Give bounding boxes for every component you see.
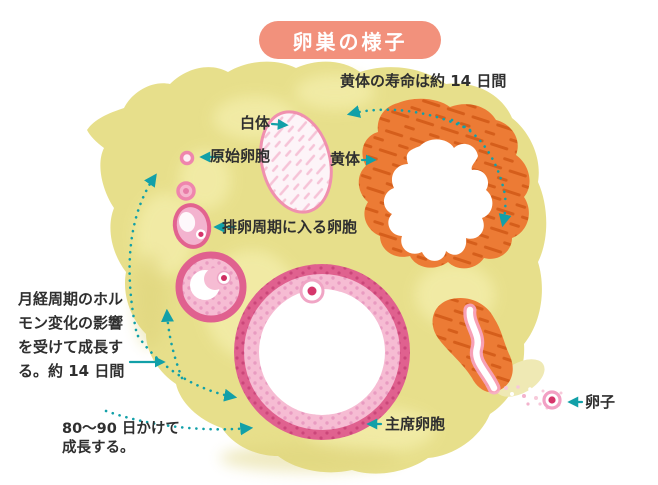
ovulation-site bbox=[432, 298, 563, 410]
primordial-follicle-shape bbox=[179, 150, 195, 166]
white-body-shape bbox=[259, 110, 333, 214]
hormone-note: 月経周期のホル モン変化の影響 を受けて成長す る。約 14 日間 bbox=[18, 290, 125, 380]
label-follicle-entering-cycle: 排卵周期に入る卵胞 bbox=[222, 218, 358, 236]
label-dominant-follicle: 主席卵胞 bbox=[385, 415, 446, 433]
label-white-body: 白体 bbox=[240, 114, 271, 132]
label-corpus-luteum: 黄体 bbox=[330, 150, 361, 168]
page-title-text: 卵巣の様子 bbox=[292, 29, 408, 54]
pointer-arrows bbox=[128, 118, 584, 430]
ovum-shape bbox=[542, 390, 562, 410]
growth-note: 80〜90 日かけて 成長する。 bbox=[62, 421, 180, 456]
arrow-corpus-to-whitebody bbox=[346, 105, 472, 132]
lifespan-note: 黄体の寿命は約 14 日間 bbox=[340, 72, 507, 90]
follicle-entering-cycle-shape bbox=[172, 203, 212, 249]
corpus-luteum-core bbox=[383, 139, 493, 261]
dominant-follicle-egg bbox=[299, 278, 325, 304]
arrow-up-to-secondary bbox=[160, 308, 184, 380]
ovary-shade-patches bbox=[134, 252, 400, 472]
page-title: 卵巣の様子 bbox=[259, 21, 441, 59]
primary-follicle-shape bbox=[176, 181, 196, 201]
label-ovum: 卵子 bbox=[585, 393, 616, 411]
corpus-luteum-shape bbox=[358, 98, 530, 269]
secondary-follicle-shape bbox=[175, 251, 247, 323]
ovulation-streak bbox=[466, 306, 498, 392]
pointer-white-body bbox=[270, 118, 289, 130]
cycle-arrows bbox=[104, 105, 512, 436]
arrow-left-up-to-primordial bbox=[128, 173, 157, 332]
label-primordial-follicle: 原始卵胞 bbox=[210, 147, 271, 165]
dominant-follicle-shape bbox=[234, 264, 410, 440]
